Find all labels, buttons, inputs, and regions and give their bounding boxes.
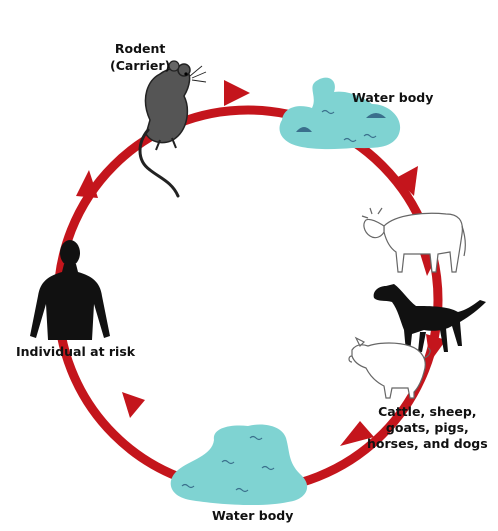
dog-icon (373, 284, 486, 352)
water-body-bottom-label: Water body (212, 508, 294, 523)
animals-label: Cattle, sheep, goats, pigs, horses, and … (367, 404, 488, 452)
arrow-head-right-2 (426, 334, 446, 362)
arrow-head-top (224, 80, 250, 106)
rat-icon (138, 60, 207, 198)
arrow-head-lower-right (340, 421, 374, 446)
animals-line-3: horses, and dogs (367, 436, 488, 451)
pig-icon (348, 336, 431, 399)
rodent-title: Rodent (114, 41, 166, 56)
cow-icon (361, 207, 466, 273)
water-body-top-label: Water body (352, 90, 434, 105)
arrow-head-upper-right (396, 166, 418, 196)
animals-line-2: goats, pigs, (385, 420, 469, 435)
arrow-head-lower-left (122, 392, 145, 418)
animals-line-1: Cattle, sheep, (378, 404, 477, 419)
rodent-label: Rodent (Carrier) (110, 40, 170, 74)
individual-at-risk-label: Individual at risk (16, 344, 136, 359)
person-icon (30, 240, 110, 340)
arrow-head-left (76, 170, 98, 198)
water-body-icon (279, 77, 401, 150)
rodent-subtitle: (Carrier) (110, 58, 171, 73)
water-body-icon (170, 424, 308, 506)
